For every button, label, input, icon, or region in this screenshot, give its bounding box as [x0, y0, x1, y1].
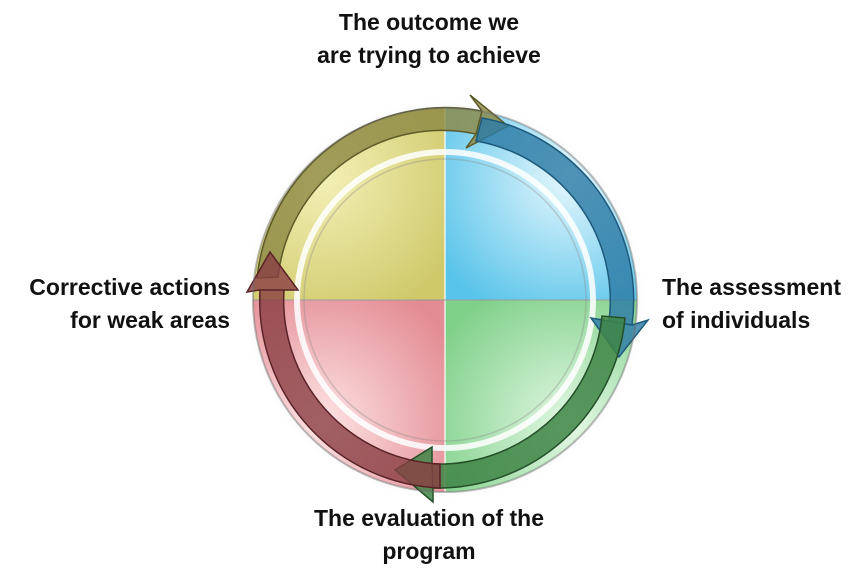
arrow-corrective-to-outcome: [245, 250, 441, 489]
label-assessment-line-1: The assessment: [662, 274, 841, 300]
label-evaluation-line-1: The evaluation of the: [313, 505, 545, 531]
quadrant-assessment: [445, 108, 637, 300]
label-corrective-line-2: for weak areas: [70, 307, 230, 333]
label-evaluation: The evaluation of the program: [279, 502, 579, 568]
quadrant-evaluation: [445, 300, 637, 492]
label-evaluation-line-2: program: [382, 538, 476, 564]
inner-ring-edge: [303, 158, 587, 442]
label-corrective-line-1: Corrective actions: [29, 274, 230, 300]
label-outcome-line-2: are trying to achieve: [317, 42, 541, 68]
outer-rim: [252, 107, 638, 493]
label-assessment-line-2: of individuals: [662, 307, 811, 333]
quadrant-outcome: [253, 108, 445, 300]
label-corrective: Corrective actions for weak areas: [10, 271, 230, 337]
label-outcome: The outcome we are trying to achieve: [279, 6, 579, 72]
inner-ring: [294, 149, 596, 451]
label-assessment: The assessment of individuals: [662, 271, 841, 337]
label-outcome-line-1: The outcome we: [338, 9, 520, 35]
quadrant-corrective: [253, 300, 445, 492]
